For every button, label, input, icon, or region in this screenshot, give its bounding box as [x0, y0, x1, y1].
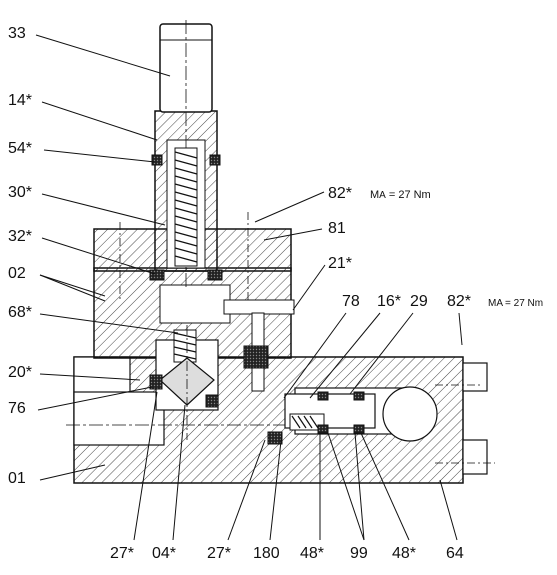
label-04: 04*	[152, 545, 176, 562]
label-78: 78	[342, 293, 360, 310]
seal-32-right	[207, 269, 223, 281]
label-54: 54*	[8, 140, 32, 157]
label-33: 33	[8, 25, 26, 42]
label-82-right: 82*	[447, 293, 471, 310]
label-48-left: 48*	[300, 545, 324, 562]
seal-54	[151, 154, 163, 166]
svg-text:MA= 27 Nm: MA= 27 Nm	[488, 298, 543, 309]
label-20: 20*	[8, 364, 32, 381]
label-27-left: 27*	[110, 545, 134, 562]
seal-54-right	[209, 154, 221, 166]
label-82-top: 82*	[328, 185, 352, 202]
seal-32	[149, 269, 165, 281]
label-16: 16*	[377, 293, 401, 310]
label-64: 64	[446, 545, 464, 562]
label-30: 30*	[8, 184, 32, 201]
valve-body-01	[66, 356, 495, 484]
label-32: 32*	[8, 228, 32, 245]
poppet-assembly	[149, 325, 219, 440]
label-48-right: 48*	[392, 545, 416, 562]
torque-sub: A	[379, 190, 386, 201]
label-02: 02	[8, 265, 26, 282]
svg-text:MA= 27 Nm: MA= 27 Nm	[370, 189, 431, 201]
label-180: 180	[253, 545, 280, 562]
label-21: 21*	[328, 255, 352, 272]
label-76: 76	[8, 400, 26, 417]
piston-16	[267, 391, 376, 445]
torque-sub-r: A	[496, 298, 503, 309]
spring	[174, 147, 198, 267]
torque-value-r: = 27 Nm	[505, 298, 543, 309]
label-29: 29	[410, 293, 428, 310]
torque-value: = 27 Nm	[389, 189, 431, 201]
torque-spec-top: MA= 27 Nm	[370, 189, 431, 201]
torque-prefix: M	[370, 189, 379, 201]
label-01: 01	[8, 470, 26, 487]
label-99: 99	[350, 545, 368, 562]
torque-spec-right: MA= 27 Nm	[488, 298, 543, 309]
leader-lines	[35, 34, 463, 541]
label-27-mid: 27*	[207, 545, 231, 562]
label-14: 14*	[8, 92, 32, 109]
label-68: 68*	[8, 304, 32, 321]
label-81: 81	[328, 220, 346, 237]
torque-prefix-r: M	[488, 298, 496, 309]
